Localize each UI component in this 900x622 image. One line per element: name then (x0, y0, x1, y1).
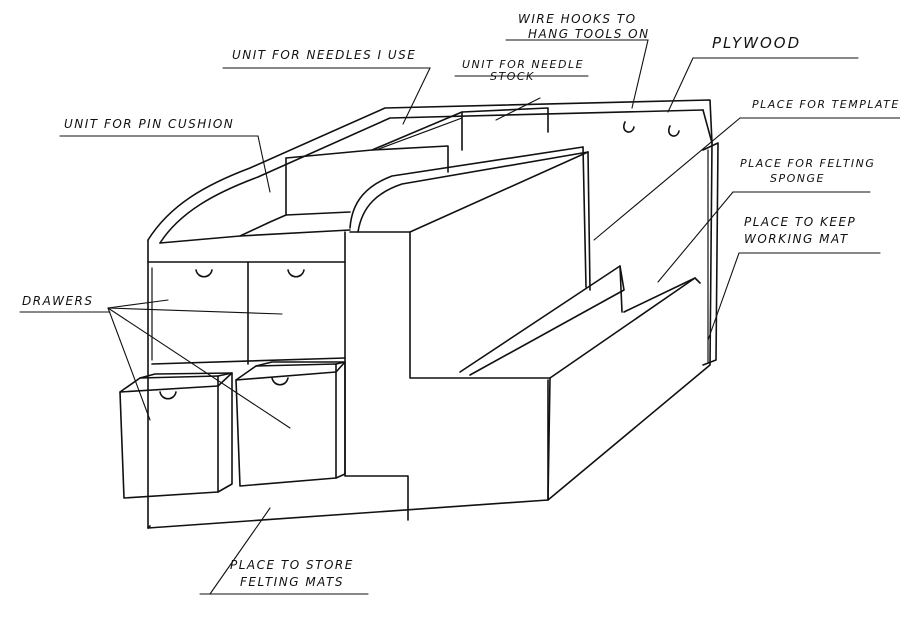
needle-stock-label-2: STOCK (490, 70, 535, 83)
needle-stock-label: UNIT FOR NEEDLE (462, 58, 585, 71)
plywood-cabinet (147, 99, 713, 529)
hook-icon (668, 125, 680, 137)
upper-drawers (195, 269, 305, 278)
hook-icon (623, 121, 635, 133)
wire-hooks (623, 121, 680, 137)
top-units (159, 107, 549, 244)
drawer-cavity (147, 261, 409, 521)
wire-hooks-label: WIRE HOOKS TO (518, 12, 637, 26)
working-mat-panel (702, 142, 719, 366)
pulled-drawers (119, 361, 346, 499)
felting-mats-label: PLACE TO STORE (230, 558, 354, 572)
working-mat-label-2: WORKING MAT (744, 232, 849, 246)
drawers-label: DRAWERS (22, 294, 94, 308)
working-mat-label: PLACE TO KEEP (744, 215, 857, 229)
leader-lines (19, 39, 900, 595)
needle-unit-label: UNIT FOR NEEDLES I USE (232, 48, 417, 62)
plywood-label: PLYWOOD (712, 34, 802, 52)
wire-hooks-label-2: HANG TOOLS ON (528, 27, 650, 41)
sponge-divider (459, 265, 701, 501)
pin-cushion-label: UNIT FOR PIN CUSHION (64, 117, 235, 131)
template-partition (344, 146, 591, 379)
templates-label: PLACE FOR TEMPLATES (752, 98, 900, 111)
felting-mats-label-2: FELTING MATS (240, 575, 344, 589)
felting-sponge-label-2: SPONGE (770, 172, 825, 185)
felting-sponge-label: PLACE FOR FELTING (740, 157, 876, 170)
